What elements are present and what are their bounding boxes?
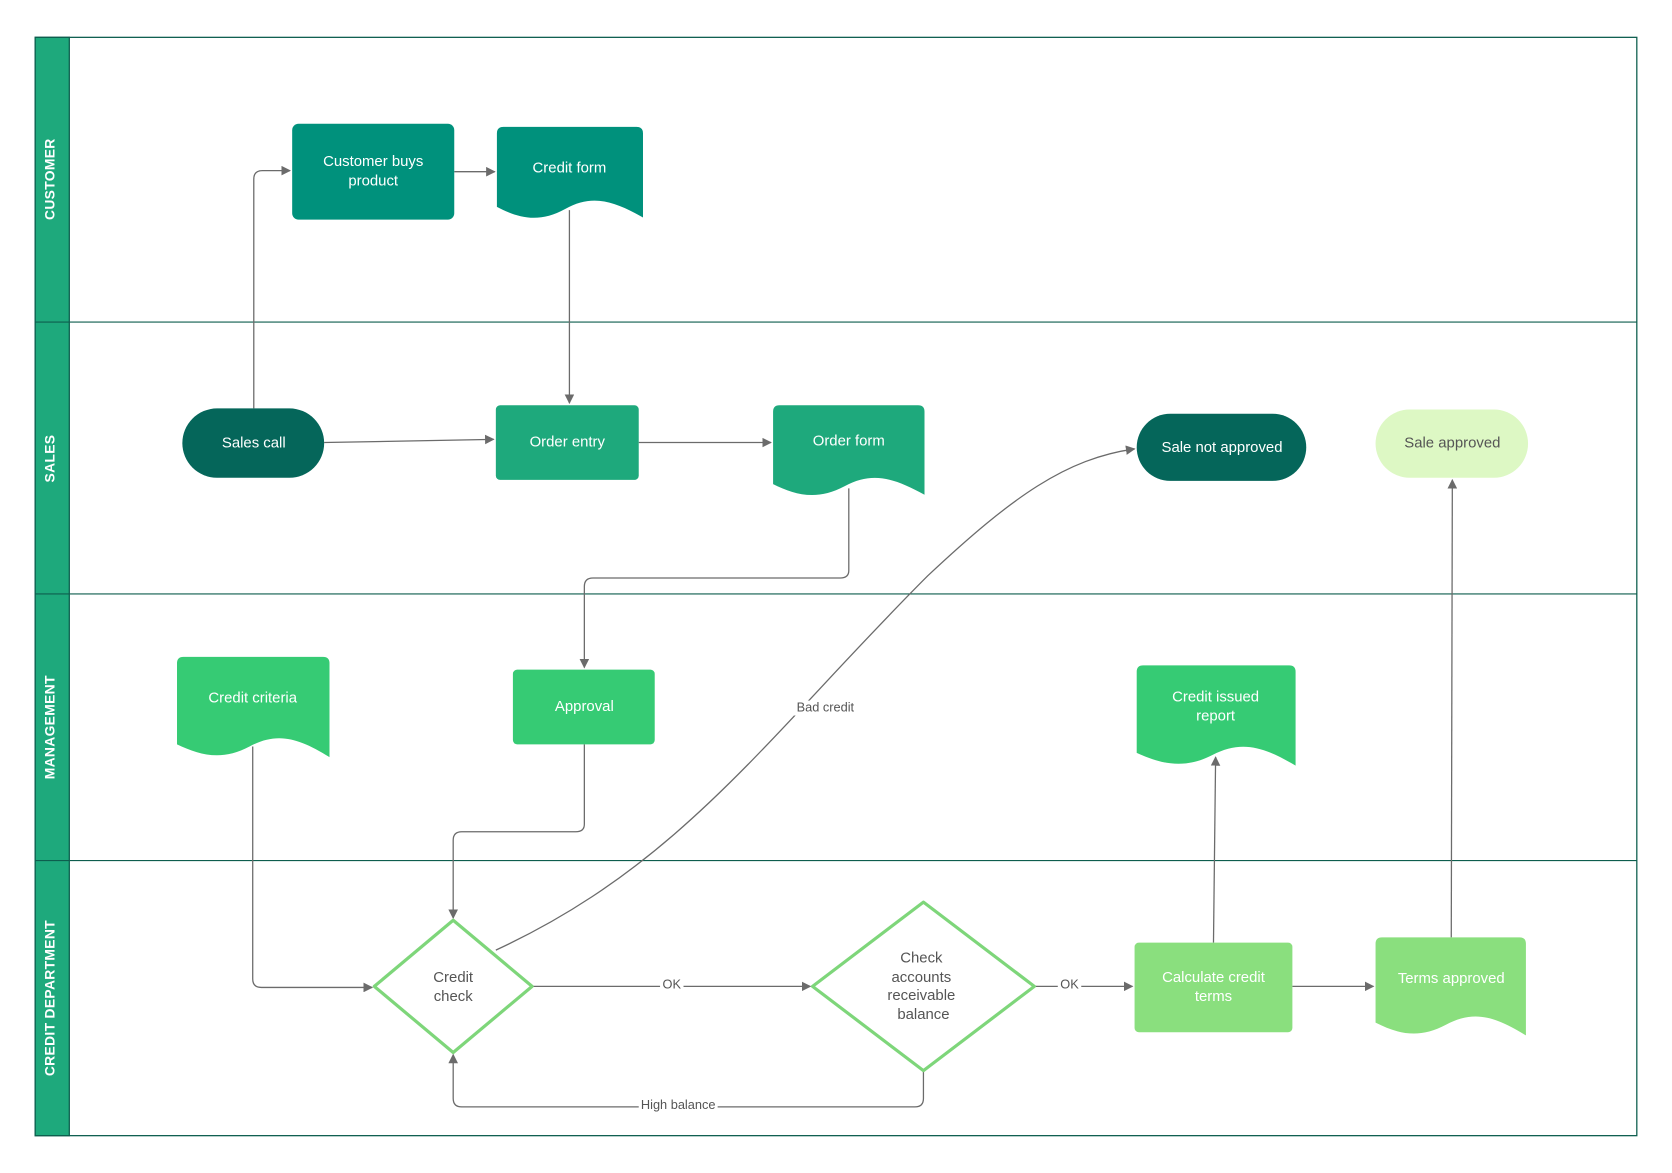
node-sales-call[interactable]: Sales call bbox=[182, 408, 325, 478]
svg-text:Credit form: Credit form bbox=[533, 159, 607, 176]
svg-text:Credit criteria: Credit criteria bbox=[208, 689, 297, 706]
edge-sales-call-to-customer-buys bbox=[253, 165, 292, 409]
edge-terms-to-sale-approved bbox=[1447, 478, 1458, 938]
svg-text:Sale approved: Sale approved bbox=[1404, 435, 1500, 452]
svg-text:Sales call: Sales call bbox=[222, 435, 286, 452]
node-terms-approved[interactable]: Terms approved bbox=[1375, 937, 1526, 1036]
node-credit-criteria[interactable]: Credit criteria bbox=[177, 656, 330, 758]
svg-text:Check accounts rec: Check accounts receivable balance bbox=[887, 950, 959, 1024]
edge-order-form-to-approval bbox=[579, 488, 850, 669]
node-order-form[interactable]: Order form bbox=[773, 405, 925, 496]
lane-label-management: MANAGEMENT bbox=[41, 675, 57, 779]
node-check-ar-balance-decision[interactable]: Check accounts receivable balance bbox=[810, 900, 1036, 1073]
svg-text:Order entry: Order entry bbox=[530, 433, 606, 450]
edge-calc-to-credit-issued bbox=[1210, 756, 1221, 943]
edge-label-ok: OK bbox=[663, 977, 682, 992]
svg-text:Approval: Approval bbox=[555, 698, 614, 715]
edge-label-ok: OK bbox=[1060, 977, 1079, 992]
svg-text:Sale not approved: Sale not approved bbox=[1162, 439, 1283, 456]
edge-label-bad-credit: Bad credit bbox=[797, 699, 855, 714]
node-approval[interactable]: Approval bbox=[512, 669, 655, 745]
swimlane-frame bbox=[34, 36, 1638, 1137]
edge-credit-criteria-to-credit-check bbox=[252, 746, 374, 993]
edge-sales-call-to-order-entry bbox=[324, 434, 495, 445]
node-sale-not-approved[interactable]: Sale not approved bbox=[1136, 413, 1307, 481]
edge-bad-credit bbox=[495, 445, 1136, 951]
edge-approval-to-credit-check bbox=[448, 744, 585, 920]
node-order-entry[interactable]: Order entry bbox=[495, 405, 639, 480]
lane-label-credit-department: CREDIT DEPARTMENT bbox=[41, 920, 57, 1076]
node-sale-approved[interactable]: Sale approved bbox=[1375, 409, 1529, 478]
lane-label-sales: SALES bbox=[41, 435, 57, 483]
node-credit-form[interactable]: Credit form bbox=[496, 126, 643, 218]
edge-label-high-balance: High balance bbox=[641, 1097, 716, 1112]
svg-text:Terms approved: Terms approved bbox=[1398, 970, 1505, 987]
svg-text:Order form: Order form bbox=[813, 432, 885, 449]
lane-label-customer: CUSTOMER bbox=[41, 138, 57, 220]
